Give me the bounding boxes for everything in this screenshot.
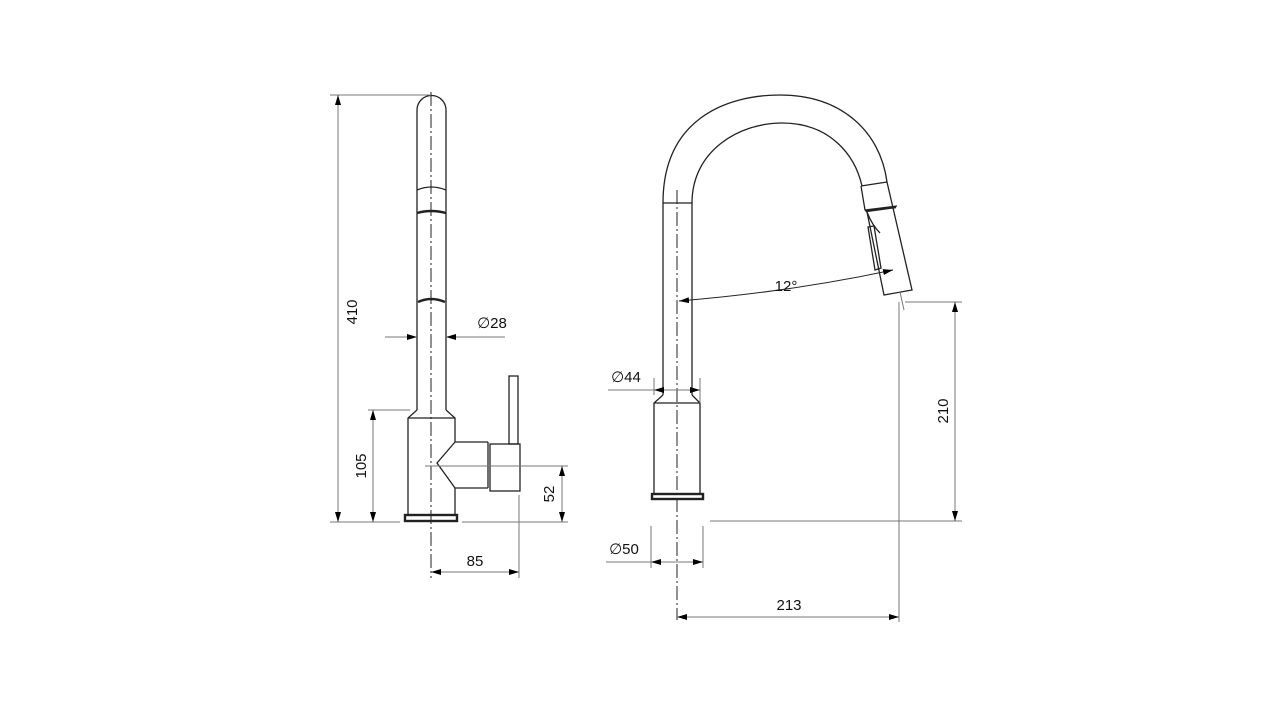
side-lever-stick [508, 375, 519, 445]
side-view: 410 105 52 85 ∅28 [330, 92, 568, 578]
dim-50-label: ∅50 [609, 541, 639, 558]
front-gooseneck-inner [691, 122, 863, 395]
side-body [407, 409, 456, 515]
dim-85-label: 85 [467, 553, 484, 570]
front-spray-head [860, 181, 913, 296]
dim-28-label: ∅28 [477, 315, 507, 332]
side-lever-connector [436, 441, 489, 489]
dim-410-label: 410 [344, 299, 361, 324]
front-view: 12° 210 213 ∅44 ∅50 [606, 94, 962, 622]
side-lever-handle [489, 443, 521, 492]
dim-213-label: 213 [776, 597, 801, 614]
dim-210-label: 210 [935, 398, 952, 423]
dim-105-label: 105 [353, 453, 370, 478]
front-gooseneck-outer [662, 94, 888, 395]
dim-44-label: ∅44 [611, 369, 641, 386]
dim-angle-arc [678, 269, 894, 304]
dim-angle-label: 12° [775, 278, 798, 295]
dim-52-label: 52 [541, 486, 558, 503]
front-spray-button [867, 225, 882, 271]
